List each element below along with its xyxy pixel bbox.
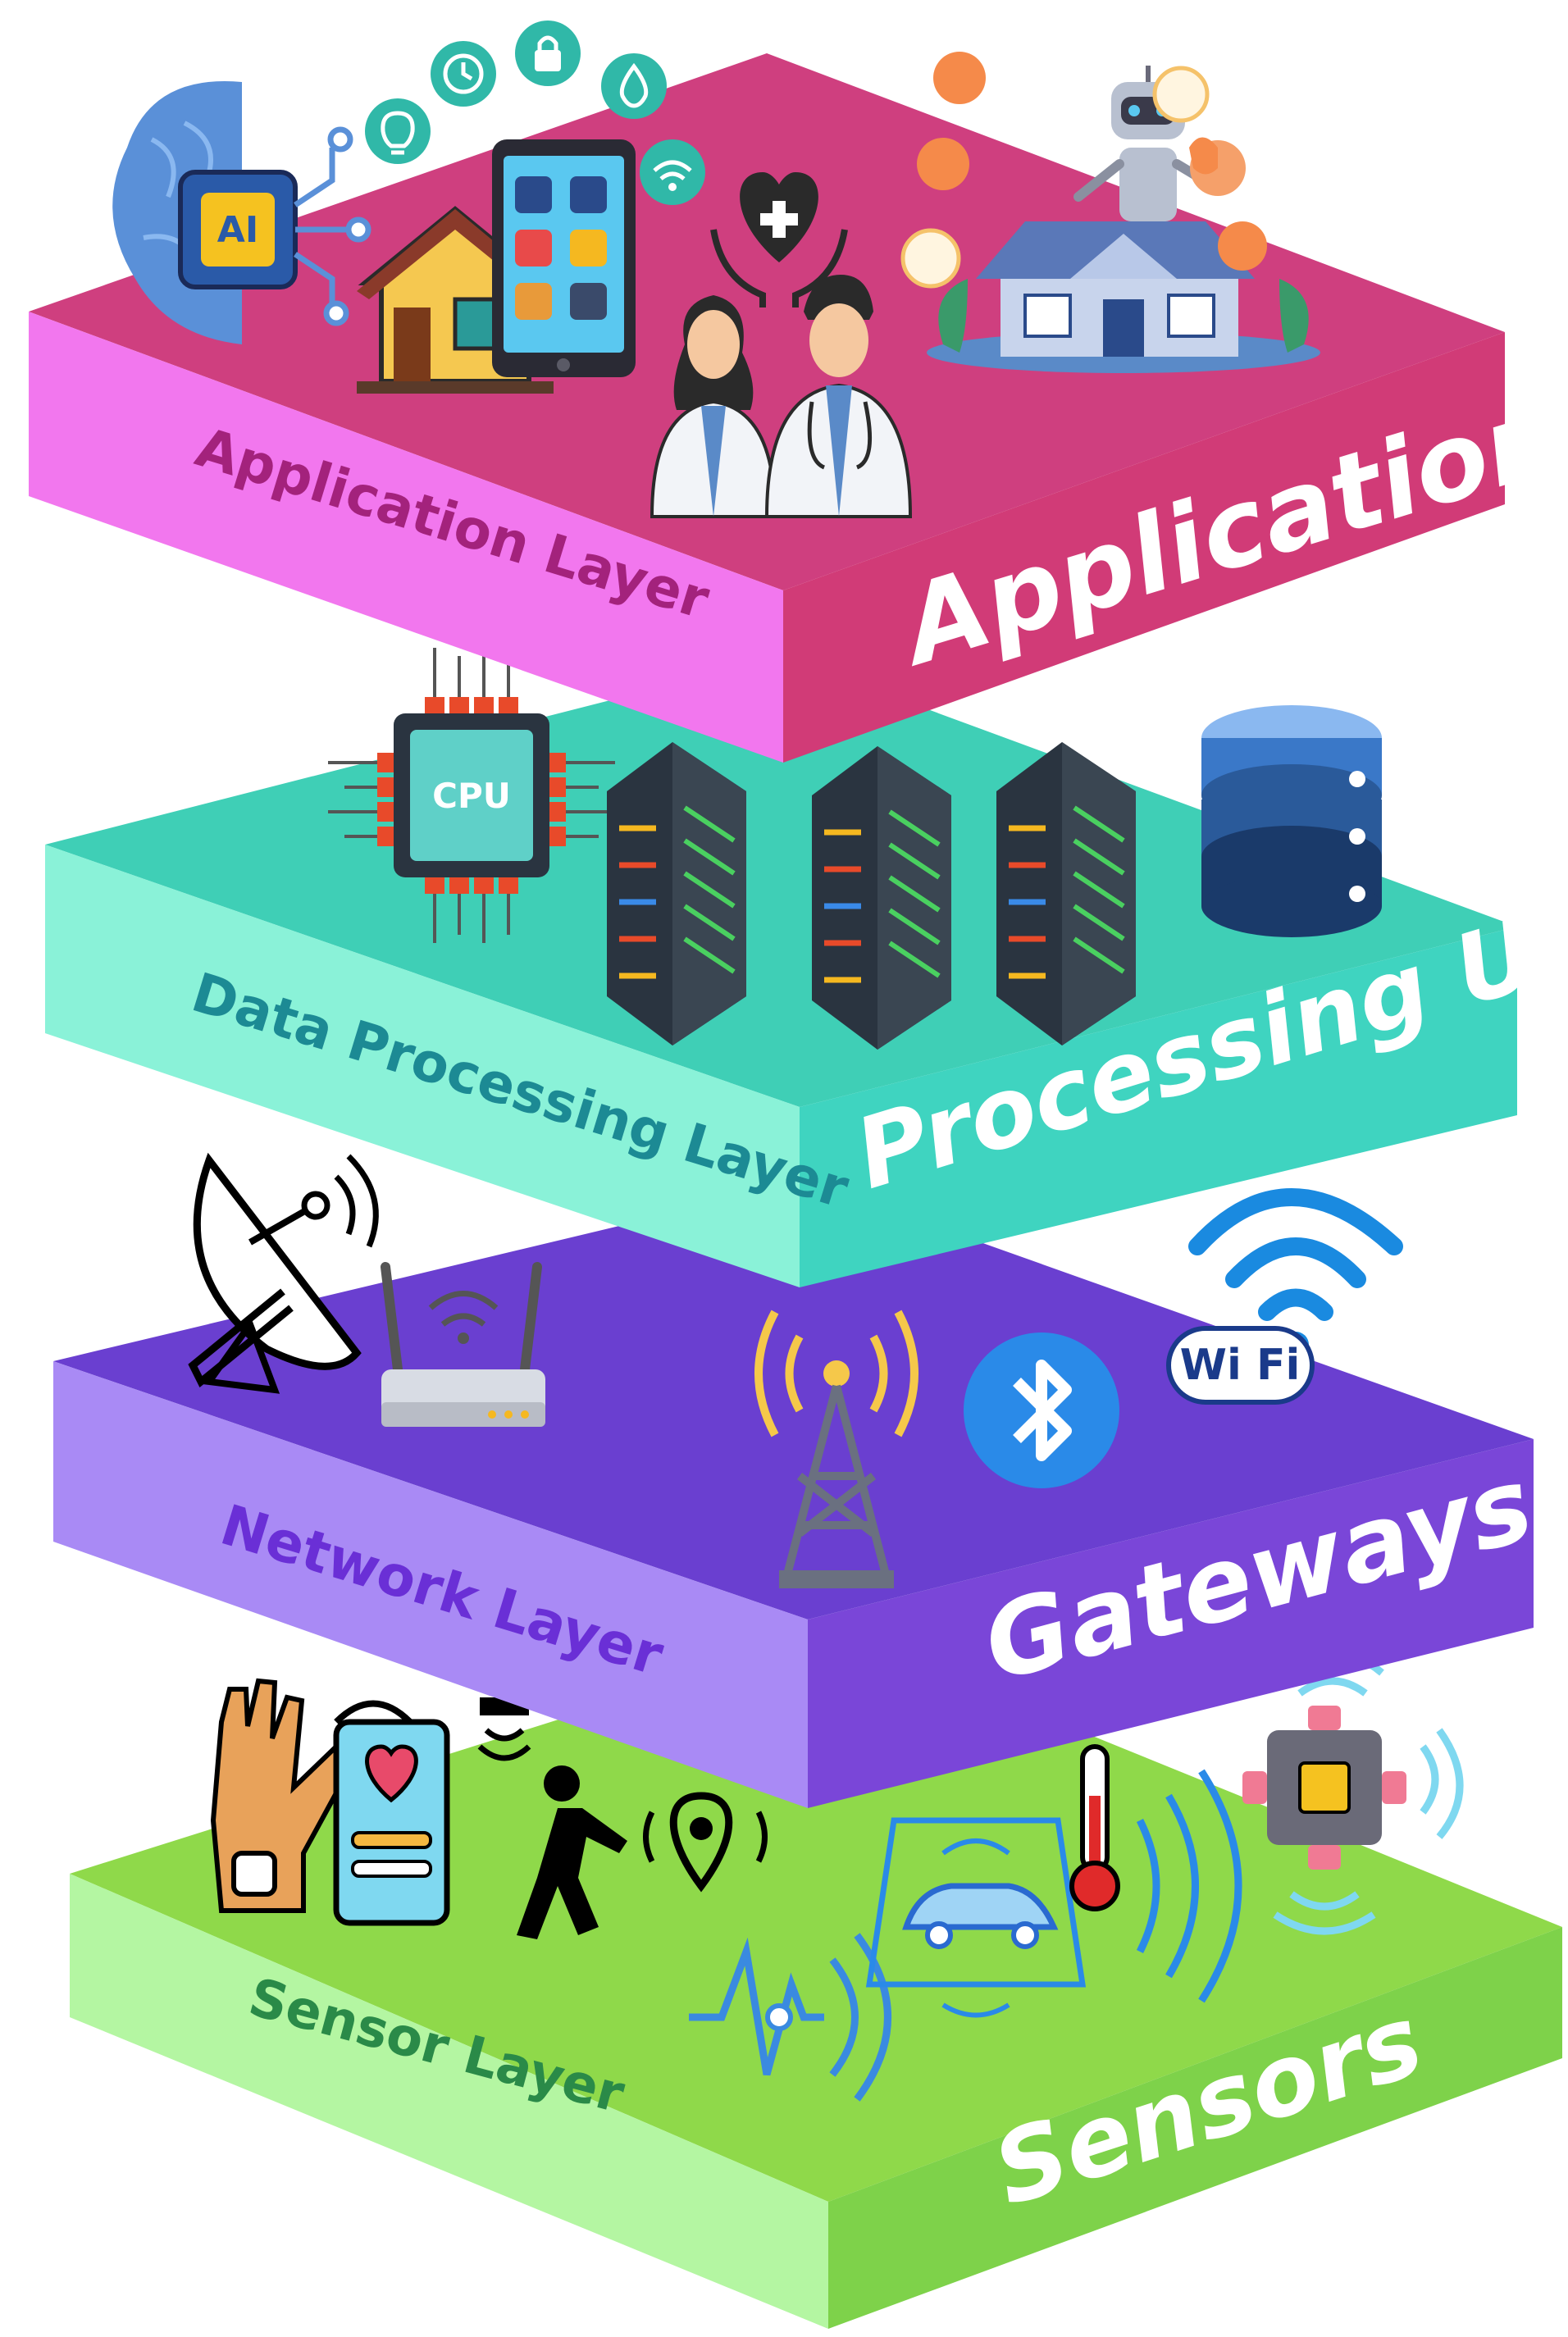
thermometer-icon: [1069, 1744, 1120, 1911]
wearable-hand-icon: [210, 1678, 356, 1913]
processing-layer: Data Processing Layer Processing Unit: [45, 648, 1568, 1287]
application-layer-left-face: [29, 312, 783, 763]
sensor-layer-left-face: [70, 1874, 828, 2329]
ai-chip-text: AI: [217, 209, 258, 251]
server-rack-icon: [607, 742, 746, 1046]
wifi-badge-icon: Wi Fi: [1166, 1326, 1315, 1405]
network-layer-right-face: [808, 1439, 1534, 1808]
cell-tower-icon: [754, 1310, 918, 1588]
smart-home-hub-icons: [900, 52, 1267, 289]
walking-person-icon: [517, 1765, 627, 1939]
server-rack-icon: [812, 746, 951, 1050]
pulse-signal-icon: [689, 1933, 891, 2102]
robot-icon: [1073, 66, 1223, 242]
application-layer-top-face: [29, 53, 1505, 590]
wifi-icon: [640, 139, 705, 205]
processing-layer-right-face: [800, 927, 1517, 1287]
lock-icon: [515, 20, 581, 86]
wifi-badge-text: Wi Fi: [1180, 1341, 1301, 1390]
network-layer-left-face: [53, 1361, 808, 1808]
location-pin-icon: [643, 1792, 768, 1893]
processing-layer-left-face: [45, 845, 800, 1287]
satellite-dish-icon: [188, 1152, 379, 1394]
smartphone-icon: [492, 139, 636, 377]
router-icon: [381, 1262, 545, 1427]
clock-icon: [431, 41, 496, 107]
server-rack-icon: [996, 742, 1136, 1046]
cpu-chip-text: CPU: [432, 776, 511, 816]
application-layer-right-face: [783, 332, 1505, 763]
iot-chip-icon: [1242, 1648, 1464, 1935]
sensor-layer: Sensor Layer Sensors: [70, 1632, 1562, 2329]
bluetooth-icon: [964, 1332, 1119, 1488]
heart-app-icon: [333, 1719, 450, 1926]
heart-care-icon: [710, 172, 848, 308]
doctors-icon: [650, 275, 913, 518]
database-icon: [1201, 705, 1382, 937]
sensor-layer-right-face: [828, 1927, 1562, 2329]
bulb-icon: [365, 98, 431, 164]
ai-brain-icon: AI: [112, 81, 371, 344]
smart-home-icon: [927, 221, 1320, 373]
cpu-icon: CPU: [328, 648, 615, 943]
signal-waves-icon: [1136, 1769, 1242, 2003]
drop-icon: [601, 53, 667, 119]
car-sensor-icon: [865, 1817, 1087, 2018]
application-layer: Application Layer Application AI: [29, 20, 1568, 763]
